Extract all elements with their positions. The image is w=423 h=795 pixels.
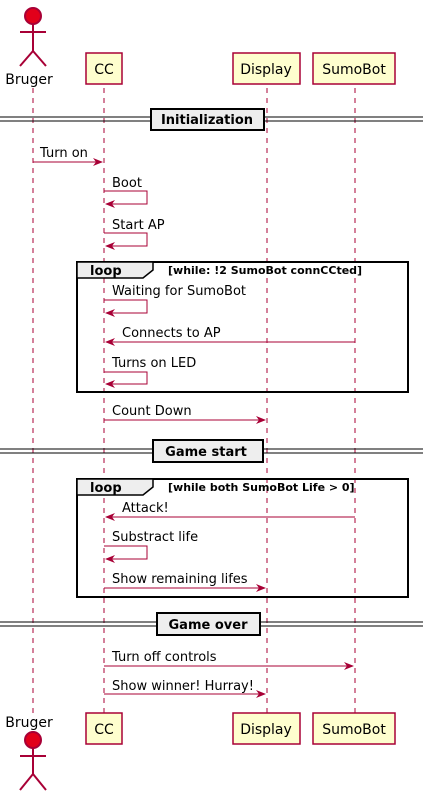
loop-frame-1: loop [while: !2 SumoBot connCCted]: [76, 261, 409, 393]
message-waiting-for-sumobot: Waiting for SumoBot: [104, 284, 246, 317]
message-show-remaining-lifes: Show remaining lifes: [104, 572, 266, 592]
participants-top: Bruger CC Display SumoBot: [5, 7, 396, 88]
divider-label: Game over: [169, 618, 249, 633]
message-connects-to-ap: Connects to AP: [105, 326, 355, 346]
message-label: Waiting for SumoBot: [112, 284, 246, 299]
divider-game-start: Game start: [0, 439, 423, 463]
divider-label: Initialization: [161, 113, 253, 128]
message-label: Boot: [112, 176, 142, 191]
actor-bruger-top: Bruger: [5, 7, 53, 88]
message-substract-life: Substract life: [104, 530, 198, 563]
divider-label: Game start: [165, 445, 247, 460]
message-label: Show winner! Hurray!: [112, 679, 254, 694]
loop-condition: [while: !2 SumoBot connCCted]: [168, 264, 362, 277]
message-count-down: Count Down: [104, 404, 266, 424]
participant-label-display: Display: [240, 62, 292, 78]
loop-keyword: loop: [90, 264, 122, 279]
loop-frame-2: loop [while both SumoBot Life > 0]: [76, 478, 409, 598]
message-start-ap: Start AP: [104, 218, 165, 250]
participant-label-cc: CC: [94, 722, 114, 738]
participant-display-top: Display: [232, 52, 301, 85]
message-show-winner: Show winner! Hurray!: [104, 679, 266, 698]
message-label: Turn off controls: [111, 650, 217, 665]
message-label: Connects to AP: [122, 326, 221, 341]
message-label: Turns on LED: [111, 356, 196, 371]
participant-sumobot-top: SumoBot: [312, 52, 396, 85]
participant-display-bottom: Display: [232, 712, 301, 745]
message-turns-on-led: Turns on LED: [104, 356, 196, 388]
participant-label-sumobot: SumoBot: [322, 62, 386, 78]
divider-initialization: Initialization: [0, 108, 423, 131]
divider-game-over: Game over: [0, 612, 423, 636]
participant-label-cc: CC: [94, 62, 114, 78]
message-label: Turn on: [39, 146, 88, 161]
message-label: Count Down: [112, 404, 192, 419]
participant-label-display: Display: [240, 722, 292, 738]
message-attack: Attack!: [105, 501, 355, 521]
message-label: Substract life: [112, 530, 198, 545]
participant-label-sumobot: SumoBot: [322, 722, 386, 738]
message-turn-off-controls: Turn off controls: [104, 650, 354, 670]
message-label: Show remaining lifes: [112, 572, 248, 587]
actor-head-icon: [24, 7, 42, 25]
participant-cc-bottom: CC: [85, 712, 123, 745]
participant-label-bruger: Bruger: [5, 72, 53, 88]
actor-bruger-bottom: Bruger: [5, 715, 53, 791]
participant-sumobot-bottom: SumoBot: [312, 712, 396, 745]
participant-label-bruger: Bruger: [5, 715, 53, 731]
message-turn-on: Turn on: [33, 146, 103, 166]
message-boot: Boot: [104, 176, 148, 208]
loop-condition: [while both SumoBot Life > 0]: [168, 481, 355, 494]
message-label: Attack!: [122, 501, 169, 516]
lifelines: [32, 88, 356, 718]
participants-bottom: Bruger CC Display SumoBot: [5, 712, 396, 791]
loop-keyword: loop: [90, 481, 122, 496]
message-label: Start AP: [112, 218, 165, 233]
participant-cc-top: CC: [85, 52, 123, 85]
actor-head-icon: [24, 731, 42, 749]
